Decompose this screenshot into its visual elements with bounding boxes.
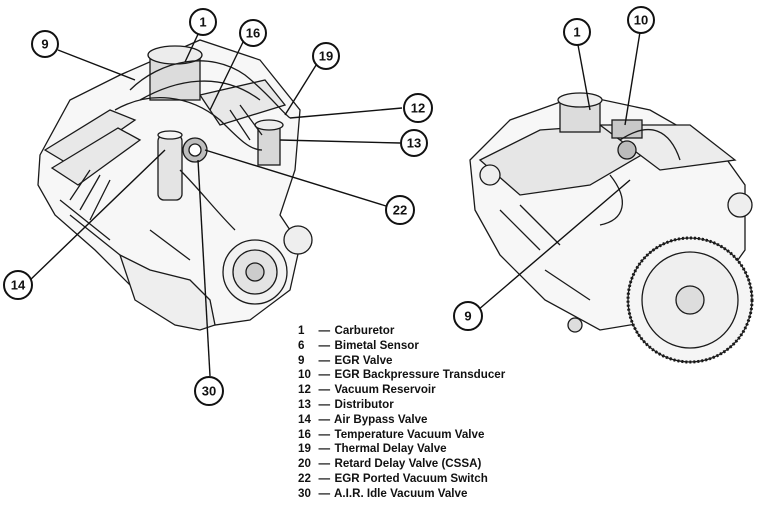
legend-dash: — bbox=[318, 353, 331, 367]
legend-item: 19 — Thermal Delay Valve bbox=[298, 442, 598, 457]
legend-number: 16 bbox=[298, 427, 311, 441]
right-engine-illustration bbox=[469, 92, 754, 364]
svg-text:1: 1 bbox=[199, 15, 206, 30]
legend-dash: — bbox=[318, 338, 331, 352]
legend-dash: — bbox=[318, 442, 331, 456]
callout-22: 22 bbox=[385, 195, 415, 225]
legend-number: 10 bbox=[298, 368, 311, 382]
callout-9: 9 bbox=[31, 30, 59, 58]
svg-text:22: 22 bbox=[393, 203, 407, 218]
legend-dash: — bbox=[318, 427, 331, 441]
legend-number: 13 bbox=[298, 397, 311, 411]
legend-item: 13 — Distributor bbox=[298, 398, 598, 413]
legend-text: Distributor bbox=[334, 397, 394, 411]
svg-text:16: 16 bbox=[246, 26, 260, 41]
legend-number: 30 bbox=[298, 486, 311, 500]
leader-22 bbox=[204, 149, 387, 207]
svg-text:10: 10 bbox=[634, 13, 648, 28]
legend-text: Air Bypass Valve bbox=[334, 412, 428, 426]
legend-number: 1 bbox=[298, 324, 305, 337]
svg-text:30: 30 bbox=[202, 384, 216, 399]
legend-text: EGR Valve bbox=[334, 353, 393, 367]
leader-16 bbox=[209, 39, 245, 111]
legend-text: Vacuum Reservoir bbox=[334, 383, 436, 397]
callout-r9: 9 bbox=[453, 301, 483, 331]
legend-dash: — bbox=[318, 471, 331, 485]
legend-text: EGR Ported Vacuum Switch bbox=[334, 471, 488, 485]
leader-r10 bbox=[624, 31, 641, 126]
legend-number: 14 bbox=[298, 412, 311, 426]
parts-legend: 1 — Carburetor 6 — Bimetal Sensor 9 — EG… bbox=[298, 324, 598, 502]
legend-item: 16 — Temperature Vacuum Valve bbox=[298, 428, 598, 443]
legend-number: 9 bbox=[298, 353, 305, 367]
legend-item: 12 — Vacuum Reservoir bbox=[298, 383, 598, 398]
callout-30: 30 bbox=[194, 376, 224, 406]
leader-13 bbox=[279, 139, 401, 144]
legend-item: 20 — Retard Delay Valve (CSSA) bbox=[298, 457, 598, 472]
legend-dash: — bbox=[318, 412, 331, 426]
callout-r10: 10 bbox=[627, 6, 655, 34]
callout-19: 19 bbox=[312, 42, 340, 70]
legend-item: 14 — Air Bypass Valve bbox=[298, 413, 598, 428]
legend-number: 12 bbox=[298, 383, 311, 397]
svg-text:13: 13 bbox=[407, 136, 421, 151]
leader-19 bbox=[284, 61, 319, 116]
legend-number: 19 bbox=[298, 442, 311, 456]
leader-9 bbox=[57, 49, 136, 81]
legend-text: A.I.R. Idle Vacuum Valve bbox=[334, 486, 468, 500]
legend-dash: — bbox=[318, 457, 331, 471]
callout-r1: 1 bbox=[563, 18, 591, 46]
callout-12: 12 bbox=[403, 93, 433, 123]
legend-item: 9 — EGR Valve bbox=[298, 354, 598, 369]
svg-text:12: 12 bbox=[411, 101, 425, 116]
leader-30 bbox=[197, 159, 211, 377]
legend-item: 30 — A.I.R. Idle Vacuum Valve bbox=[298, 487, 598, 502]
legend-text: Temperature Vacuum Valve bbox=[334, 427, 485, 441]
legend-dash: — bbox=[318, 383, 331, 397]
legend-dash: — bbox=[318, 324, 331, 337]
callout-14: 14 bbox=[3, 270, 33, 300]
legend-number: 6 bbox=[298, 338, 305, 352]
legend-item: 6 — Bimetal Sensor bbox=[298, 339, 598, 354]
leader-14 bbox=[27, 149, 166, 283]
legend-dash: — bbox=[318, 368, 331, 382]
leader-r1 bbox=[577, 44, 591, 111]
legend-text: Retard Delay Valve (CSSA) bbox=[334, 457, 482, 471]
legend-dash: — bbox=[318, 397, 331, 411]
callout-16: 16 bbox=[239, 19, 267, 47]
legend-number: 20 bbox=[298, 457, 311, 471]
svg-text:1: 1 bbox=[573, 25, 580, 40]
legend-text: Bimetal Sensor bbox=[334, 338, 419, 352]
leader-r9 bbox=[477, 179, 631, 311]
legend-text: Carburetor bbox=[334, 324, 395, 337]
leader-12 bbox=[289, 107, 403, 119]
svg-text:14: 14 bbox=[11, 278, 26, 293]
legend-dash: — bbox=[318, 486, 331, 500]
callout-13: 13 bbox=[400, 129, 428, 157]
legend-item: 1 — Carburetor bbox=[298, 324, 598, 339]
legend-text: EGR Backpressure Transducer bbox=[334, 368, 506, 382]
svg-text:9: 9 bbox=[464, 309, 471, 324]
legend-item: 10 — EGR Backpressure Transducer bbox=[298, 368, 598, 383]
leader-lines bbox=[27, 29, 641, 377]
legend-text: Thermal Delay Valve bbox=[334, 442, 447, 456]
callout-1: 1 bbox=[189, 8, 217, 36]
svg-text:9: 9 bbox=[41, 37, 48, 52]
left-engine-illustration bbox=[37, 39, 313, 331]
leader-1 bbox=[184, 29, 201, 63]
legend-item: 22 — EGR Ported Vacuum Switch bbox=[298, 472, 598, 487]
legend-number: 22 bbox=[298, 471, 311, 485]
svg-text:19: 19 bbox=[319, 49, 333, 64]
